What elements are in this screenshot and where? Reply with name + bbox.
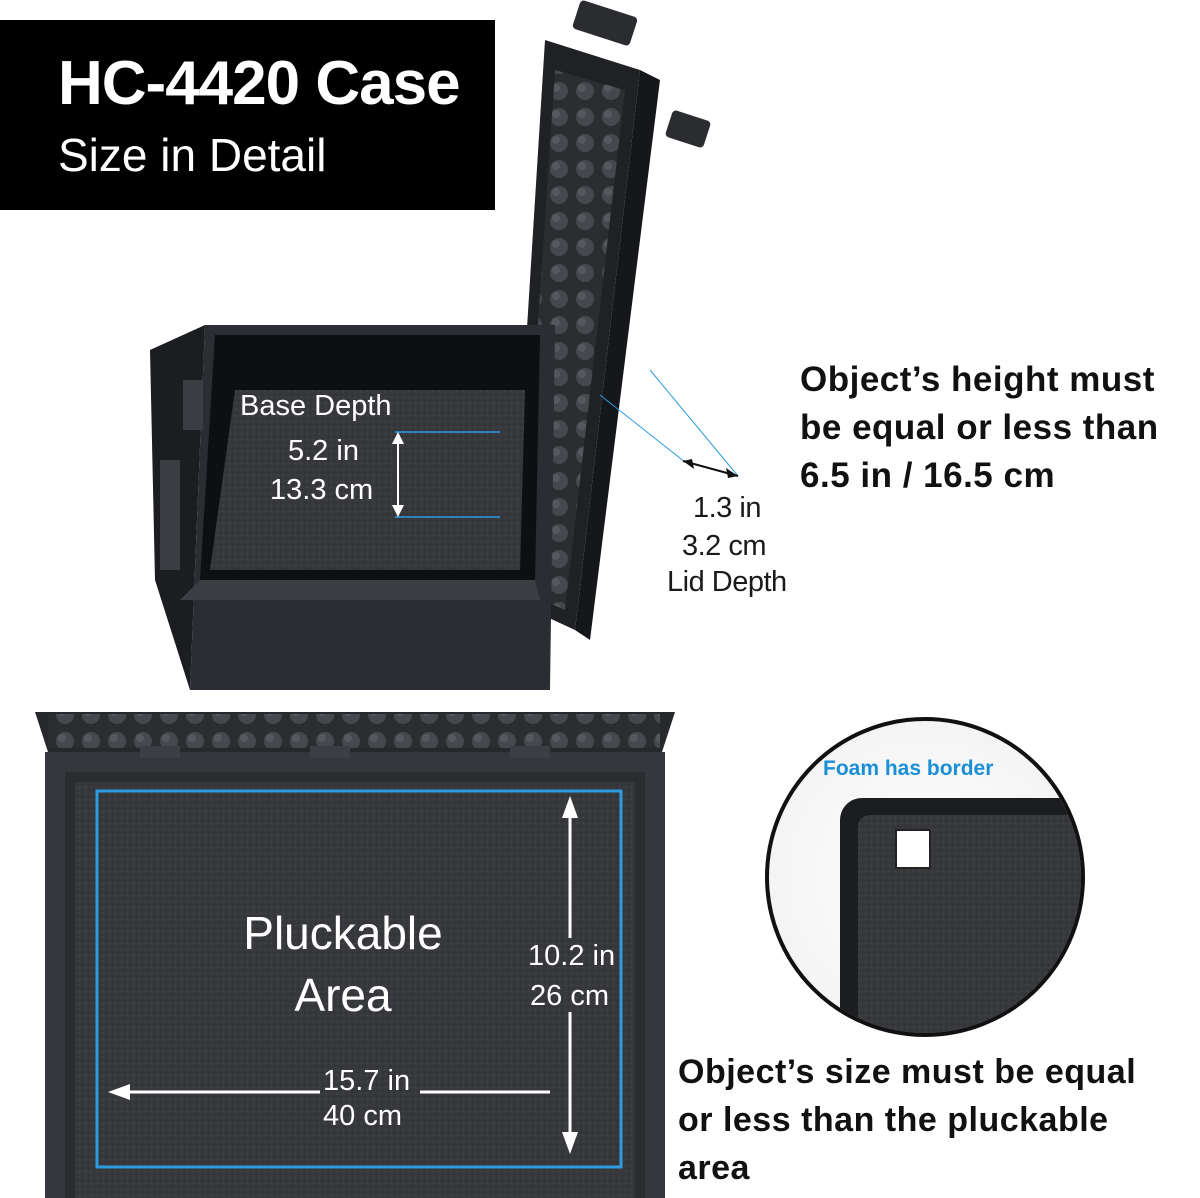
size-note-line1: Object’s size must be equal (678, 1053, 1137, 1091)
foam-border-detail (765, 717, 1085, 1037)
page-subtitle: Size in Detail (58, 129, 327, 181)
height-note-line2: be equal or less than (800, 408, 1159, 447)
height-note-line3: 6.5 in / 16.5 cm (800, 456, 1056, 495)
pluckable-line2: Area (294, 969, 392, 1021)
base-depth-label: Base Depth (240, 390, 392, 422)
pluckable-area-label: Pluckable Area (236, 902, 450, 1026)
base-depth-cm: 13.3 cm (270, 474, 374, 506)
pluckable-width-cm: 40 cm (323, 1100, 402, 1132)
pluckable-height-cm: 26 cm (530, 980, 609, 1012)
pluckable-line1: Pluckable (243, 907, 443, 959)
page-title: HC-4420 Case (58, 49, 461, 118)
size-note-line3: area (678, 1149, 750, 1187)
pluckable-width-in: 15.7 in (323, 1065, 411, 1097)
pluckable-height-in: 10.2 in (528, 940, 616, 972)
lid-depth-cm: 3.2 cm (682, 530, 767, 562)
title-banner (0, 20, 495, 210)
base-depth-in: 5.2 in (288, 435, 359, 467)
height-note-line1: Object’s height must (800, 360, 1155, 399)
lid-depth-in: 1.3 in (693, 492, 761, 524)
top-view-case-image (35, 712, 675, 1198)
open-case-image (150, 0, 739, 690)
foam-border-label: Foam has border (823, 757, 994, 780)
size-note-line2: or less than the pluckable (678, 1101, 1109, 1139)
lid-depth-label: Lid Depth (667, 566, 787, 598)
